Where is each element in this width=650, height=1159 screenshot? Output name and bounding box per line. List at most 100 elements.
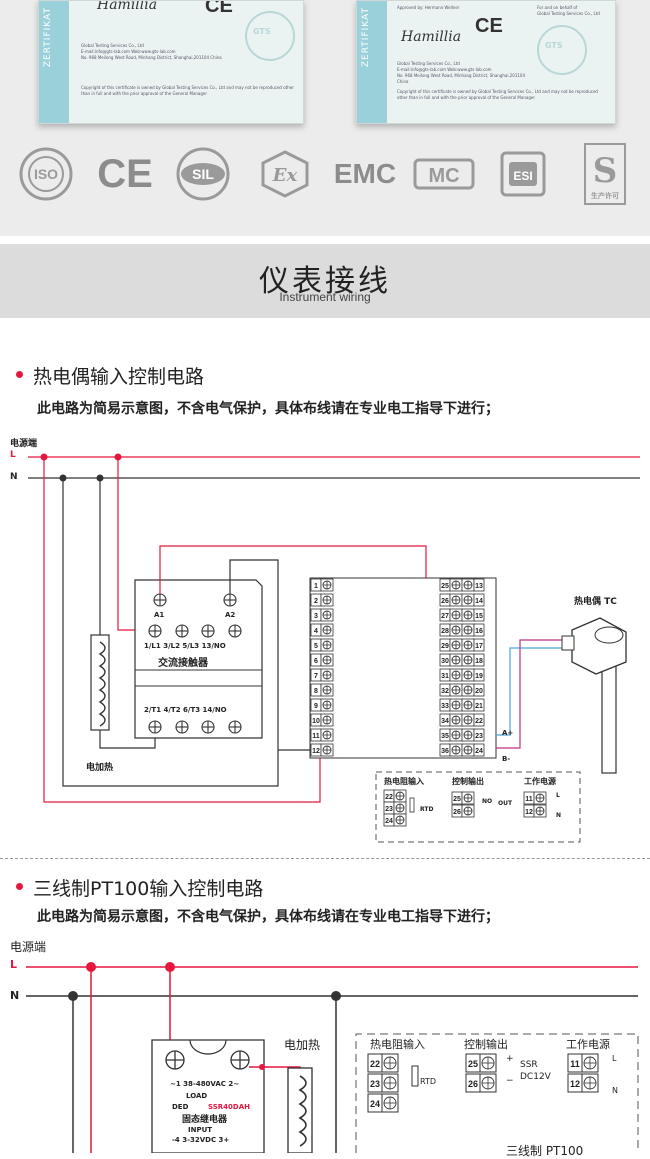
svg-text:23: 23 — [475, 733, 483, 740]
terminal-5: 5 — [310, 638, 334, 652]
power-label: 电源端 — [10, 439, 38, 449]
signature-image: Hamillia — [401, 29, 462, 45]
svg-text:36: 36 — [441, 748, 449, 755]
heater-coil — [98, 641, 106, 727]
terminal-27: 27 — [439, 608, 463, 622]
svg-text:3: 3 — [314, 613, 318, 620]
svg-text:22: 22 — [370, 1059, 380, 1069]
terminal-13: 13 — [461, 578, 485, 592]
legend2-terminal-26: 26 — [465, 1073, 497, 1093]
thermocouple-icon — [561, 617, 627, 774]
svg-text:14: 14 — [475, 598, 483, 605]
svg-text:11: 11 — [525, 796, 533, 803]
l-label: L — [10, 450, 16, 460]
svg-text:28: 28 — [441, 628, 449, 635]
ce-mark: CE — [205, 0, 233, 17]
legend-box — [375, 771, 581, 843]
terminal-33: 33 — [439, 698, 463, 712]
terminal-11: 11 — [310, 728, 334, 742]
svg-text:ISO: ISO — [34, 166, 58, 182]
legend2-terminal-12: 12 — [567, 1073, 599, 1093]
certificate-side-text: ZERTIFIKAT — [43, 7, 53, 68]
svg-text:33: 33 — [441, 703, 449, 710]
terminal-24: 24 — [461, 743, 485, 757]
legend-terminal-12: 12 — [523, 804, 547, 818]
a-plus-label: A+ — [502, 729, 514, 737]
terminal-23: 23 — [461, 728, 485, 742]
section-divider — [0, 858, 650, 859]
heater-box — [90, 634, 110, 731]
seal-text: GTS — [545, 41, 563, 50]
svg-text:22: 22 — [475, 718, 483, 725]
wire — [43, 457, 321, 803]
heater-box-2 — [287, 1067, 313, 1153]
bullet-dot — [16, 371, 23, 378]
page-title: 仪表接线 — [259, 264, 391, 299]
terminal-16: 16 — [461, 623, 485, 637]
contactor-body — [134, 579, 263, 739]
certificate-right: ZERTIFIKAT Approved by: Hermann Wellner … — [356, 0, 616, 124]
ssr-ded: DED — [172, 1103, 189, 1111]
section2-caption: 三线制 PT100 — [506, 1144, 584, 1158]
ssr-name: 固态继电器 — [182, 1115, 228, 1125]
esi-logo: ESI — [498, 146, 548, 202]
svg-text:35: 35 — [441, 733, 449, 740]
svg-text:18: 18 — [475, 658, 483, 665]
svg-text:8: 8 — [314, 688, 318, 695]
page-subtitle: Instrument wiring — [279, 290, 371, 304]
terminal-17: 17 — [461, 638, 485, 652]
ssr-load: LOAD — [186, 1092, 208, 1100]
svg-text:12: 12 — [570, 1079, 580, 1089]
terminal-10: 10 — [310, 713, 334, 727]
svg-text:Ex: Ex — [272, 165, 298, 186]
wire — [99, 730, 156, 749]
terminal-block — [309, 577, 497, 759]
legend2-pwr-title: 工作电源 — [566, 1038, 610, 1051]
svg-text:32: 32 — [441, 688, 449, 695]
svg-text:23: 23 — [370, 1079, 380, 1089]
n-label: N — [10, 472, 18, 482]
ssr-line2: -4 3-32VDC 3+ — [172, 1136, 230, 1144]
terminal-1: 1 — [310, 578, 334, 592]
legend-terminal-11: 11 — [523, 791, 547, 805]
terminal-9: 9 — [310, 698, 334, 712]
svg-text:31: 31 — [441, 673, 449, 680]
section1-title: 热电偶输入控制电路 — [16, 362, 204, 389]
svg-text:25: 25 — [441, 583, 449, 590]
svg-text:29: 29 — [441, 643, 449, 650]
emc-logo: EMC — [333, 158, 397, 189]
svg-text:25: 25 — [468, 1059, 478, 1069]
legend2-terminal-11: 11 — [567, 1053, 599, 1073]
svg-text:11: 11 — [570, 1059, 580, 1069]
svg-text:24: 24 — [475, 748, 483, 755]
svg-text:12: 12 — [312, 748, 320, 755]
svg-text:12: 12 — [525, 809, 533, 816]
svg-text:26: 26 — [453, 809, 461, 816]
terminal-19: 19 — [461, 668, 485, 682]
legend-rtd-title: 热电阻输入 — [384, 777, 424, 786]
svg-text:5: 5 — [314, 643, 318, 650]
l-label-2: L — [10, 958, 18, 971]
terminal-14: 14 — [461, 593, 485, 607]
terminal-20: 20 — [461, 683, 485, 697]
svg-text:1: 1 — [314, 583, 318, 590]
certificate-stripe: ZERTIFIKAT — [39, 1, 69, 123]
terminal-8: 8 — [310, 683, 334, 697]
svg-text:27: 27 — [441, 613, 449, 620]
svg-text:SIL: SIL — [192, 166, 214, 182]
legend-out-label: OUT — [498, 800, 513, 807]
legend2-rtd-title: 热电阻输入 — [370, 1038, 425, 1051]
terminal-29: 29 — [439, 638, 463, 652]
sil-logo: SIL — [172, 146, 234, 202]
heater-label: 电加热 — [86, 763, 114, 773]
contactor-top-terms: 1/L1 3/L2 5/L3 13/NO — [144, 642, 226, 650]
certificate-approver: Approved by: Hermann Wellner — [397, 5, 460, 10]
svg-text:21: 21 — [475, 703, 483, 710]
ce-logo: CE — [97, 151, 153, 196]
terminal-15: 15 — [461, 608, 485, 622]
legend-ctrl-title: 控制输出 — [452, 777, 484, 786]
svg-text:16: 16 — [475, 628, 483, 635]
terminal-7: 7 — [310, 668, 334, 682]
